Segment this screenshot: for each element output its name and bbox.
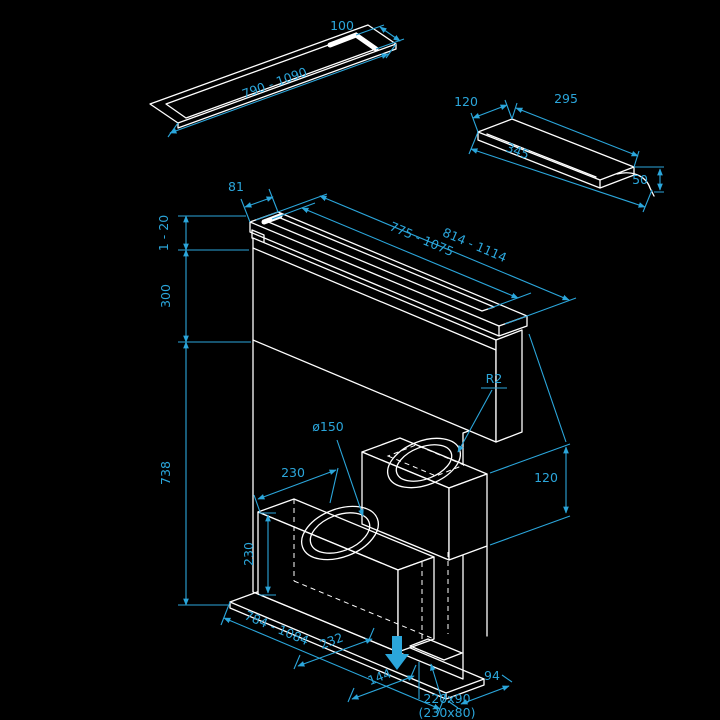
dimension-line xyxy=(257,469,337,500)
dim-accessory-height: 50 xyxy=(632,166,664,193)
dimension-line xyxy=(244,196,274,208)
dimension-line xyxy=(470,148,646,208)
dim-adjust-height: 1 - 20 xyxy=(156,215,249,251)
front-box-right-face xyxy=(397,556,435,653)
dim-cutout-width: 100 xyxy=(330,18,405,50)
dim-label-outlet-size: 220x90 xyxy=(423,691,470,706)
dim-base-offset: 94 xyxy=(447,668,513,709)
extension-lines xyxy=(178,215,249,251)
dim-label: 295 xyxy=(554,91,578,106)
front-motor-box xyxy=(257,498,435,653)
dim-label: 300 xyxy=(158,284,173,308)
dimension-line xyxy=(169,53,389,134)
dimension-line xyxy=(379,26,401,42)
duct-opening-front-outer xyxy=(301,505,379,561)
leader-line xyxy=(430,663,442,698)
extension-lines xyxy=(489,333,571,546)
dim-top-depth: 81 xyxy=(228,179,279,223)
dim-label-outlet-size-alt: (230x80) xyxy=(419,705,476,720)
duct-opening-rear-inner xyxy=(395,444,453,482)
dim-duct-diameter: ø150 xyxy=(312,419,364,517)
rear-duct-box xyxy=(361,437,488,561)
leader-line xyxy=(336,439,364,517)
dim-label: 81 xyxy=(228,179,244,194)
dimension-line xyxy=(223,617,441,710)
accessory-view: 120 295 345 50 xyxy=(454,91,664,213)
dim-label: 120 xyxy=(454,94,478,109)
dim-label: R2 xyxy=(486,371,503,386)
dim-accessory-width: 120 xyxy=(454,94,513,133)
dim-label: 1 - 20 xyxy=(156,215,171,251)
extension-lines xyxy=(259,512,276,596)
dimension-line xyxy=(460,685,510,705)
dim-duct-height: 120 xyxy=(489,333,571,546)
dimension-line xyxy=(472,104,508,119)
dim-motor-box-height: 230 xyxy=(241,512,276,596)
dim-label: ø150 xyxy=(312,419,344,434)
hidden-edges-dashed xyxy=(293,499,449,642)
extension-lines xyxy=(255,193,577,325)
dim-body-height: 738 xyxy=(158,341,228,606)
leader-line xyxy=(457,389,493,453)
dim-screen-height: 300 xyxy=(158,249,251,343)
dimension-line xyxy=(319,195,570,301)
extension-lines xyxy=(470,99,513,133)
screen-right-face xyxy=(495,329,523,443)
dim-label: 230 xyxy=(241,542,256,566)
dim-label: 100 xyxy=(330,18,354,33)
dim-label: 94 xyxy=(484,668,500,683)
dim-label: 50 xyxy=(632,172,648,187)
extension-lines xyxy=(447,674,513,709)
dim-label: 738 xyxy=(158,461,173,485)
duct-collar-dashed xyxy=(386,444,466,477)
dim-label: 120 xyxy=(534,470,558,485)
dim-corner-radius: R2 xyxy=(457,371,507,453)
extension-lines xyxy=(220,601,447,717)
dim-motor-box-depth: 230 xyxy=(253,465,339,513)
dimension-line xyxy=(515,107,639,157)
rear-box-right-face xyxy=(448,473,488,561)
dim-outlet-size: 220x90 (230x80) xyxy=(418,662,476,720)
extension-lines xyxy=(634,166,664,193)
duct-opening-front-inner xyxy=(309,512,371,554)
dim-label: 230 xyxy=(281,465,305,480)
